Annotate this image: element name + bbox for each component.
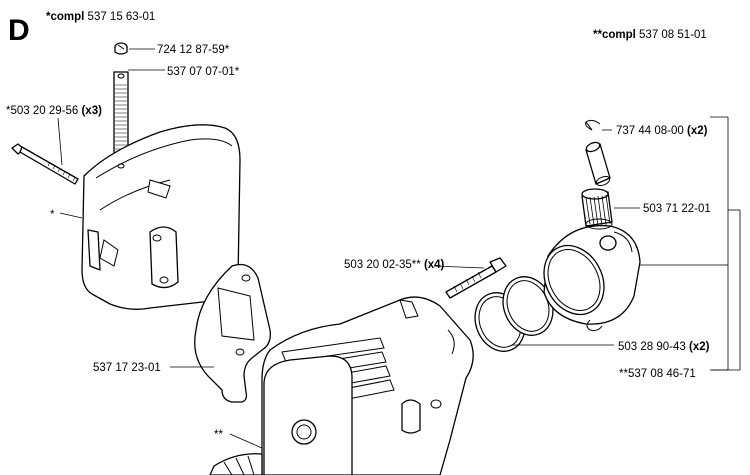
small-screw-part [114, 42, 128, 55]
circlip-number: 737 44 08-00 [616, 125, 684, 137]
leader-muffler-bolt [57, 117, 63, 166]
header-left-number: 537 15 63-01 [88, 11, 156, 23]
callout-screw-small: 724 12 87-59* [157, 44, 230, 56]
piston-rings-part [474, 276, 554, 352]
callout-needle-bearing: 503 71 22-01 [643, 203, 711, 215]
circlip-qty: (x2) [687, 125, 708, 137]
callout-heat-shield: 537 07 07-01* [167, 66, 240, 78]
section-letter: D [8, 14, 30, 47]
header-right-number: 537 08 51-01 [639, 29, 707, 41]
leader-muffler [59, 212, 83, 219]
muffler-bolt-part [11, 143, 79, 185]
piston-rings-number: 503 28 90-43 [618, 341, 686, 353]
cylinder-part [209, 296, 474, 475]
callout-gasket: 537 17 23-01 [93, 362, 161, 374]
leader-cylinder [229, 433, 263, 449]
piston-part [543, 224, 641, 325]
leader-cylinder-bolt [433, 265, 485, 269]
circlip-top-part [585, 119, 601, 131]
cylinder-bolt-number: 503 20 02-35** [344, 259, 421, 271]
piston-assembly-bracket [640, 116, 741, 371]
callout-piston-rings: 503 28 90-43 (x2) [618, 341, 710, 353]
cylinder-bolt-part [445, 257, 507, 299]
gasket-part [194, 263, 271, 403]
muffler-part [81, 124, 241, 310]
circlip-bottom-part [586, 319, 603, 331]
callout-cylinder-bolt: 503 20 02-35** (x4) [344, 259, 445, 271]
heat-shield-part [113, 71, 129, 167]
callout-cylinder: ** [214, 429, 223, 441]
callout-muffler-bolt: *503 20 29-56 (x3) [6, 105, 102, 117]
piston-pin-part [585, 141, 611, 187]
header-left-label: *compl 537 15 63-01 [46, 11, 155, 23]
muffler-bolt-qty: (x3) [81, 105, 102, 117]
header-left-prefix: *compl [46, 11, 84, 23]
callout-circlip: 737 44 08-00 (x2) [616, 125, 708, 137]
needle-bearing-part [581, 188, 613, 230]
muffler-bolt-number: *503 20 29-56 [6, 105, 78, 117]
callout-piston-assembly: **537 08 46-71 [619, 368, 696, 380]
header-right-prefix: **compl [593, 29, 636, 41]
callout-muffler: * [50, 209, 55, 221]
cylinder-bolt-qty: (x4) [424, 259, 445, 271]
header-right-label: **compl 537 08 51-01 [593, 29, 707, 41]
piston-rings-qty: (x2) [689, 341, 710, 353]
